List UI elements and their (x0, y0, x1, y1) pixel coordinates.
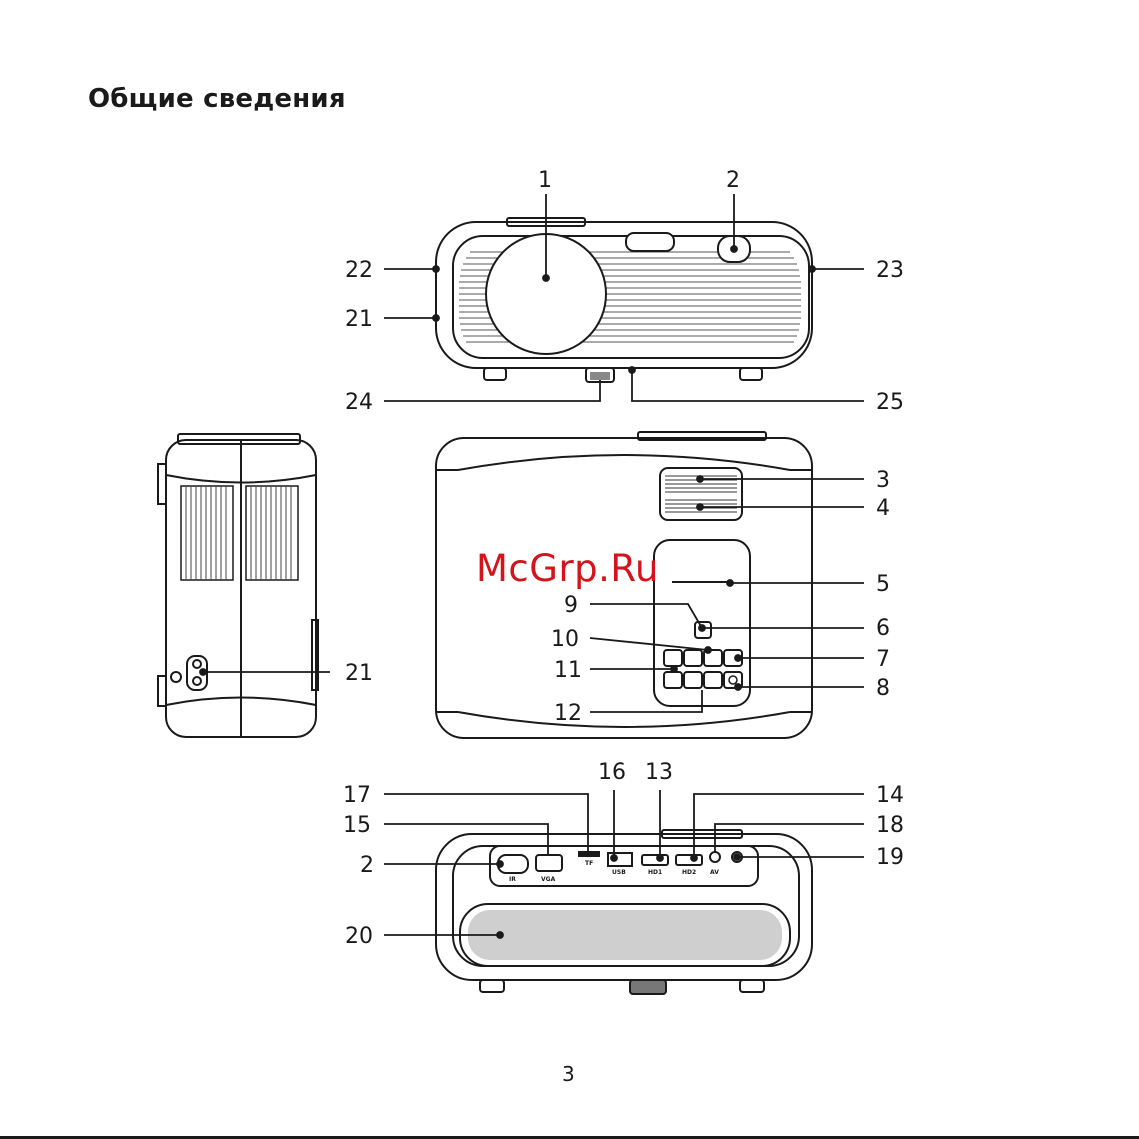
callout-10: 10 (551, 627, 579, 652)
callout-15: 15 (343, 813, 371, 838)
callout-9: 9 (564, 593, 578, 618)
callout-6: 6 (876, 616, 890, 641)
callout-8: 8 (876, 676, 890, 701)
callout-4: 4 (876, 496, 890, 521)
page-number: 3 (562, 1062, 575, 1086)
tf-slot (579, 852, 599, 856)
callout-18: 18 (876, 813, 904, 838)
callout-20: 20 (345, 924, 373, 949)
down-button (664, 672, 682, 688)
front-view (436, 218, 812, 382)
callout-7: 7 (876, 647, 890, 672)
callout-19: 19 (876, 845, 904, 870)
callout-23: 23 (876, 258, 904, 283)
back-button (684, 650, 702, 666)
port-label-hd2: HD2 (682, 869, 696, 876)
callout-11: 11 (554, 658, 582, 683)
port-label-ir: IR (509, 876, 516, 883)
port-label-tf: TF (585, 860, 593, 867)
side-vents (181, 486, 298, 580)
port-label-hd1: HD1 (648, 869, 662, 876)
play-button (704, 672, 722, 688)
callout-1: 1 (538, 168, 552, 193)
top-slot (626, 233, 674, 251)
callout-5: 5 (876, 572, 890, 597)
callout-22: 22 (345, 258, 373, 283)
callout-25: 25 (876, 390, 904, 415)
callout-2-rear: 2 (360, 853, 374, 878)
callout-24: 24 (345, 390, 373, 415)
callout-2: 2 (726, 168, 740, 193)
side-view (158, 434, 318, 737)
callout-13: 13 (645, 760, 673, 785)
callout-17: 17 (343, 783, 371, 808)
callout-16: 16 (598, 760, 626, 785)
port-label-vga: VGA (541, 876, 556, 883)
port-label-usb: USB (612, 869, 626, 876)
callout-3: 3 (876, 468, 890, 493)
callout-21-side: 21 (345, 661, 373, 686)
callout-12: 12 (554, 701, 582, 726)
prev-button (684, 672, 702, 688)
rear-view (436, 830, 812, 994)
up-button (664, 650, 682, 666)
callout-14: 14 (876, 783, 904, 808)
watermark: McGrp.Ru (476, 547, 659, 590)
port-label-av: AV (710, 869, 719, 876)
callout-21: 21 (345, 307, 373, 332)
